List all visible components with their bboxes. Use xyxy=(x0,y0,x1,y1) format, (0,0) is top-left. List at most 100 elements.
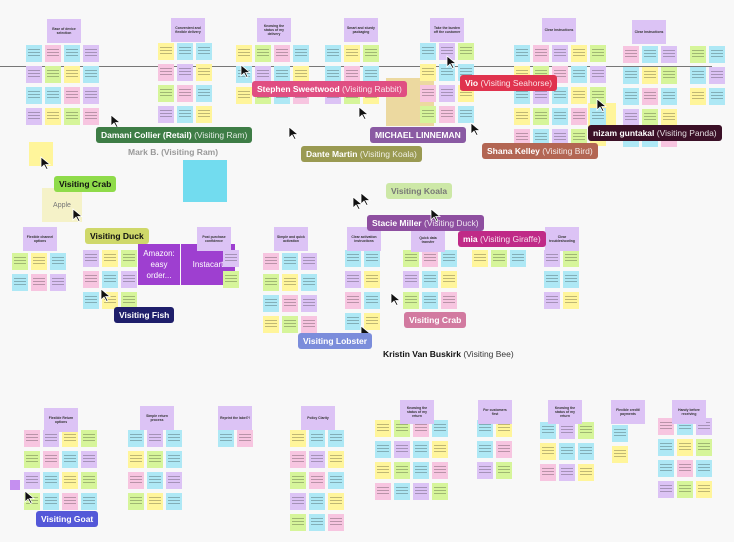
sticky-note[interactable] xyxy=(128,493,144,510)
sticky-note[interactable] xyxy=(45,66,61,83)
sticky-note[interactable] xyxy=(533,108,549,125)
sticky-note[interactable] xyxy=(121,292,137,309)
sticky-note[interactable] xyxy=(102,271,118,288)
sticky-note[interactable] xyxy=(345,313,361,330)
sticky-note[interactable] xyxy=(375,420,391,437)
sticky-note[interactable] xyxy=(24,430,40,447)
sticky-note[interactable] xyxy=(255,45,271,62)
cluster-header[interactable]: Flexible credit/ payments xyxy=(611,400,645,424)
sticky-note[interactable] xyxy=(290,472,306,489)
sticky-note[interactable] xyxy=(50,274,66,291)
cluster-header[interactable]: Quick data transfer xyxy=(411,228,445,252)
sticky-note[interactable] xyxy=(559,422,575,439)
sticky-note[interactable] xyxy=(274,45,290,62)
sticky-note[interactable] xyxy=(472,250,488,267)
sticky-note[interactable] xyxy=(26,108,42,125)
sticky-note[interactable] xyxy=(413,483,429,500)
sticky-note[interactable] xyxy=(43,451,59,468)
sticky-note[interactable] xyxy=(301,295,317,312)
cluster-header[interactable]: Take the burden off the customer xyxy=(430,18,464,42)
sticky-note[interactable] xyxy=(81,451,97,468)
sticky-note[interactable] xyxy=(403,271,419,288)
sticky-note[interactable] xyxy=(578,464,594,481)
sticky-note[interactable] xyxy=(642,46,658,63)
cluster-header[interactable]: Post purchase confidence xyxy=(197,227,231,251)
sticky-note[interactable] xyxy=(263,295,279,312)
cluster-header[interactable]: Clear Instructions xyxy=(632,20,666,44)
sticky-note[interactable] xyxy=(661,46,677,63)
sticky-note[interactable] xyxy=(552,87,568,104)
sticky-note[interactable] xyxy=(544,271,560,288)
sticky-note[interactable] xyxy=(420,85,436,102)
sticky-note[interactable] xyxy=(642,88,658,105)
sticky-note[interactable] xyxy=(571,108,587,125)
cluster-header[interactable]: Knowing the status of my return xyxy=(548,400,582,424)
cluster-header[interactable]: Reprint the label?! xyxy=(218,406,252,430)
sticky-note[interactable] xyxy=(64,45,80,62)
sticky-note[interactable] xyxy=(282,295,298,312)
sticky-note[interactable] xyxy=(363,66,379,83)
sticky-note[interactable] xyxy=(309,451,325,468)
sticky-note[interactable] xyxy=(62,451,78,468)
sticky-note[interactable] xyxy=(309,493,325,510)
sticky-note[interactable] xyxy=(709,67,725,84)
sticky-note[interactable] xyxy=(31,253,47,270)
sticky-note[interactable] xyxy=(309,472,325,489)
sticky-note[interactable] xyxy=(533,129,549,146)
sticky-note[interactable] xyxy=(696,460,712,477)
sticky-note[interactable] xyxy=(12,253,28,270)
sticky-note[interactable] xyxy=(301,274,317,291)
sticky-note[interactable] xyxy=(282,316,298,333)
sticky-note[interactable] xyxy=(177,43,193,60)
cluster-header[interactable]: Clear troubleshooting xyxy=(545,227,579,251)
sticky-note[interactable] xyxy=(196,43,212,60)
sticky-note[interactable] xyxy=(496,441,512,458)
sticky-note[interactable] xyxy=(301,316,317,333)
sticky-note[interactable] xyxy=(158,85,174,102)
sticky-note[interactable] xyxy=(83,87,99,104)
cluster-header[interactable]: Handy before receiving xyxy=(672,400,706,424)
sticky-note[interactable] xyxy=(441,292,457,309)
sticky-note[interactable] xyxy=(43,430,59,447)
cluster-header[interactable]: Knowing the status of my return xyxy=(400,400,434,424)
sticky-note[interactable] xyxy=(236,87,252,104)
sticky-note[interactable] xyxy=(544,292,560,309)
sticky-note[interactable] xyxy=(552,45,568,62)
sticky-note[interactable] xyxy=(177,85,193,102)
sticky-note[interactable] xyxy=(83,292,99,309)
sticky-note[interactable] xyxy=(394,441,410,458)
sticky-note[interactable] xyxy=(642,109,658,126)
sticky-note[interactable] xyxy=(439,64,455,81)
cluster-header[interactable]: Simple and quick activation xyxy=(274,227,308,251)
sticky-note[interactable] xyxy=(658,481,674,498)
sticky-note[interactable] xyxy=(263,274,279,291)
sticky-note[interactable] xyxy=(413,420,429,437)
sticky-note[interactable] xyxy=(364,250,380,267)
sticky-note[interactable] xyxy=(394,483,410,500)
sticky-note[interactable] xyxy=(623,67,639,84)
sticky-note[interactable] xyxy=(177,64,193,81)
sticky-note[interactable] xyxy=(45,87,61,104)
sticky-note[interactable] xyxy=(166,493,182,510)
sticky-note[interactable] xyxy=(491,250,507,267)
sticky-note[interactable] xyxy=(510,250,526,267)
sticky-note[interactable] xyxy=(290,430,306,447)
sticky-note[interactable] xyxy=(540,422,556,439)
sticky-note[interactable] xyxy=(158,64,174,81)
sticky-note[interactable] xyxy=(282,253,298,270)
sticky-note[interactable] xyxy=(403,292,419,309)
sticky-note[interactable] xyxy=(612,425,628,442)
cluster-header[interactable]: Clear activation instructions xyxy=(347,227,381,251)
sticky-note[interactable] xyxy=(690,88,706,105)
cluster-header[interactable]: Flexible channel options xyxy=(23,227,57,251)
sticky-note[interactable] xyxy=(590,87,606,104)
sticky-note[interactable] xyxy=(62,472,78,489)
sticky-note[interactable] xyxy=(62,430,78,447)
sticky-note[interactable] xyxy=(540,464,556,481)
sticky-note[interactable] xyxy=(477,462,493,479)
sticky-note[interactable] xyxy=(328,493,344,510)
sticky-note[interactable] xyxy=(514,129,530,146)
sticky-note[interactable] xyxy=(403,250,419,267)
sticky-note[interactable] xyxy=(223,250,239,267)
sticky-note[interactable] xyxy=(147,493,163,510)
